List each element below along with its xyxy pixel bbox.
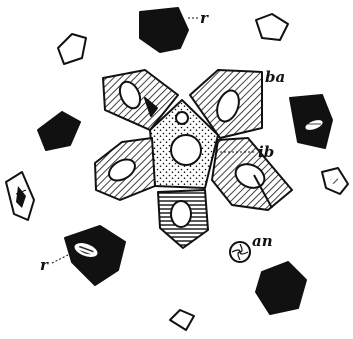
outline-grain-left-striated [6, 172, 34, 220]
central-nucleus [171, 135, 201, 165]
hatched-cell-right [212, 138, 292, 210]
label-r-top: r [200, 9, 209, 27]
horizontal-hatched-cell-bottom [158, 190, 208, 248]
label-ib: ib [258, 143, 274, 161]
black-grain-bottom-right [256, 262, 306, 314]
central-small-circle [176, 112, 188, 124]
hatched-cell-left [95, 138, 155, 200]
label-an: an [252, 232, 273, 250]
black-grain-right [290, 95, 332, 148]
black-grain-left [38, 112, 80, 150]
label-ba: ba [265, 68, 285, 86]
outline-grain-right-small [322, 168, 348, 194]
outline-grain-top-left [58, 34, 86, 64]
label-r-left: r [40, 256, 49, 274]
anther-circle [230, 242, 250, 262]
outline-grain-bottom [170, 310, 194, 330]
black-grain-bottom-left [65, 226, 125, 285]
black-grain-top [140, 8, 188, 52]
outline-grain-top-right [256, 14, 288, 40]
